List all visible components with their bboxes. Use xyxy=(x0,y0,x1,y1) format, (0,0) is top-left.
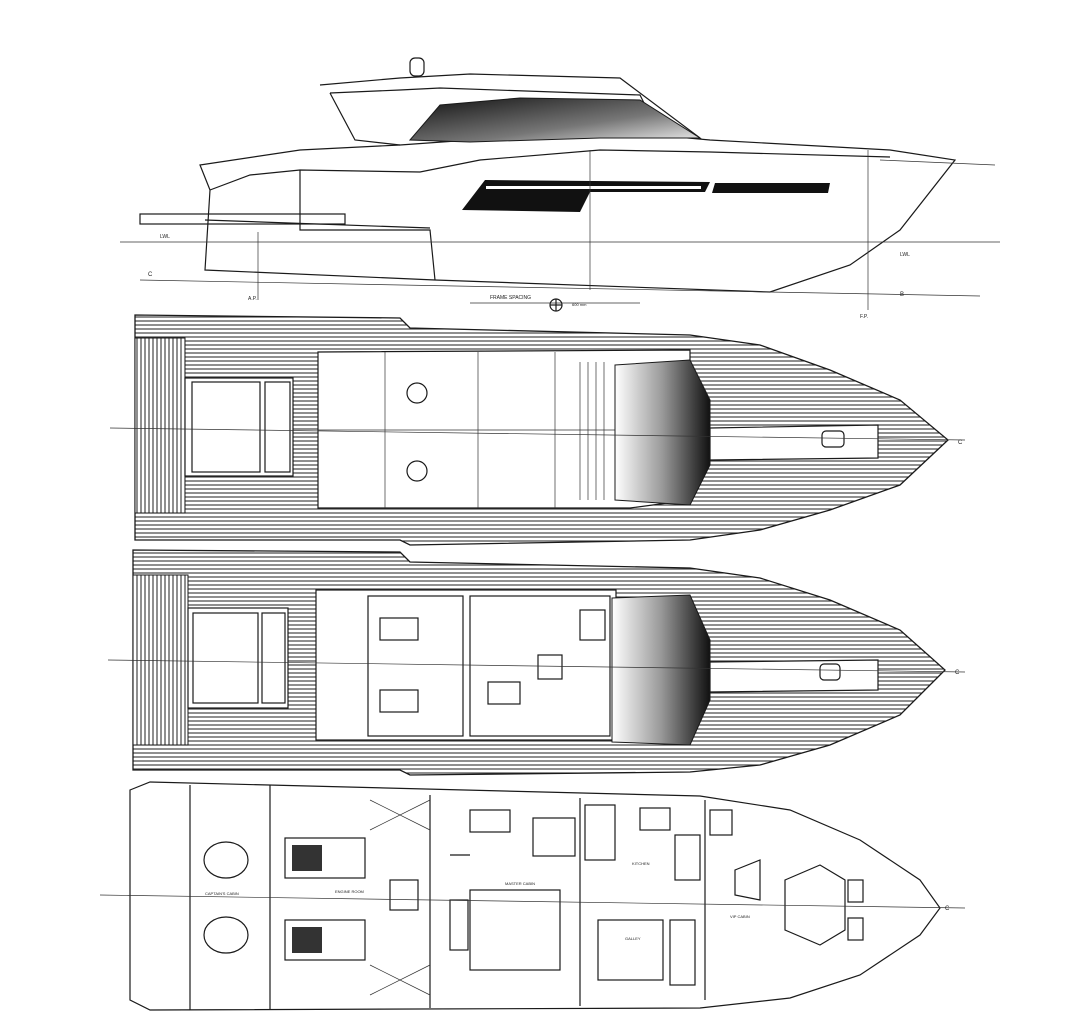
lower-deck-plan: ENGINE ROOM MASTER CABIN KITCHEN GALLEY … xyxy=(99,781,966,1011)
main-deck-cl-mark: C xyxy=(955,670,960,676)
lwl-aft-label: LWL xyxy=(160,234,170,240)
captains-cabin-label: CAPTAIN'S CABIN xyxy=(205,891,239,896)
fp-label: F.P. xyxy=(860,314,868,320)
ap-label: A.P. xyxy=(248,296,257,302)
main-deck-plan: C xyxy=(107,549,966,776)
lower-deck-cl-mark: C xyxy=(945,906,950,912)
master-cabin-label: MASTER CABIN xyxy=(505,881,535,886)
kitchen-label: KITCHEN xyxy=(632,861,650,866)
engine-room-label: ENGINE ROOM xyxy=(335,889,364,894)
profile-view: LWL LWL A.P. F.P. FRAME SPACING 600 mm C… xyxy=(120,57,1000,320)
profile-aft-mark: C xyxy=(148,272,153,278)
frame-spacing-label: FRAME SPACING xyxy=(490,295,531,301)
profile-fwd-mark: B xyxy=(900,292,904,298)
galley-label: GALLEY xyxy=(625,936,641,941)
top-deck-plan: C xyxy=(109,314,966,546)
lwl-fwd-label: LWL xyxy=(900,252,910,258)
frame-spacing-value: 600 mm xyxy=(572,302,587,307)
vip-cabin-label: VIP CABIN xyxy=(730,914,750,919)
top-deck-cl-mark: C xyxy=(958,440,963,446)
